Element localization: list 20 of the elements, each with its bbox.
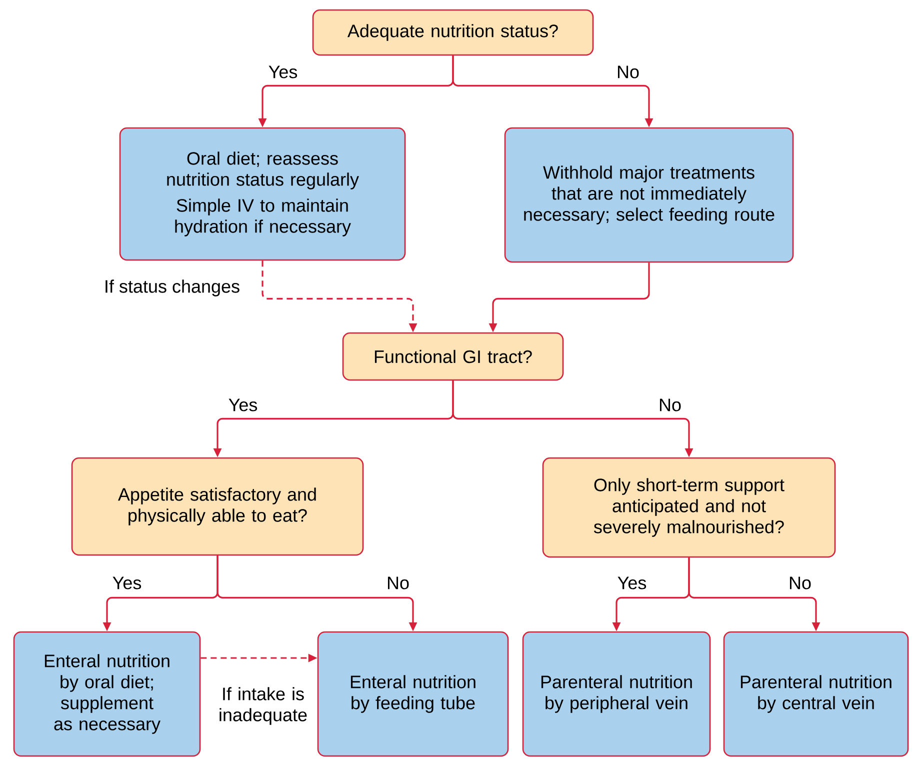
edge-label: Yes xyxy=(618,576,646,590)
action-box: Enteral nutrition by feeding tube xyxy=(317,631,509,757)
decision-box: Adequate nutrition status? xyxy=(312,9,594,56)
decision-box: Appetite satisfactory and physically able to eat? xyxy=(71,457,364,556)
edge-label: If intake is inadequate xyxy=(220,687,307,725)
edge-label: Yes xyxy=(228,398,258,412)
edge-label: No xyxy=(790,576,811,590)
edge-label: Yes xyxy=(112,576,142,590)
action-box: Withhold major treatments that are not immediately necessary; select feeding route xyxy=(504,127,794,263)
action-box: Enteral nutrition by oral diet; supplement as necessary xyxy=(13,631,201,757)
edge-label: If status changes xyxy=(106,280,240,296)
decision-box: Only short-term support anticipated and not severely malnourished? xyxy=(542,457,836,558)
action-box: Parenteral nutrition by peripheral vein xyxy=(522,631,711,757)
action-box: Oral diet; reassess nutrition status regularly Simple IV to maintain hydration if necessary xyxy=(119,127,406,261)
action-box: Parenteral nutrition by central vein xyxy=(723,631,909,757)
edge-label: No xyxy=(388,576,409,590)
edge-label: No xyxy=(618,66,639,78)
decision-box: Functional GI tract? xyxy=(342,332,564,381)
edge-label: Yes xyxy=(268,66,298,78)
edge-label: No xyxy=(660,398,681,412)
